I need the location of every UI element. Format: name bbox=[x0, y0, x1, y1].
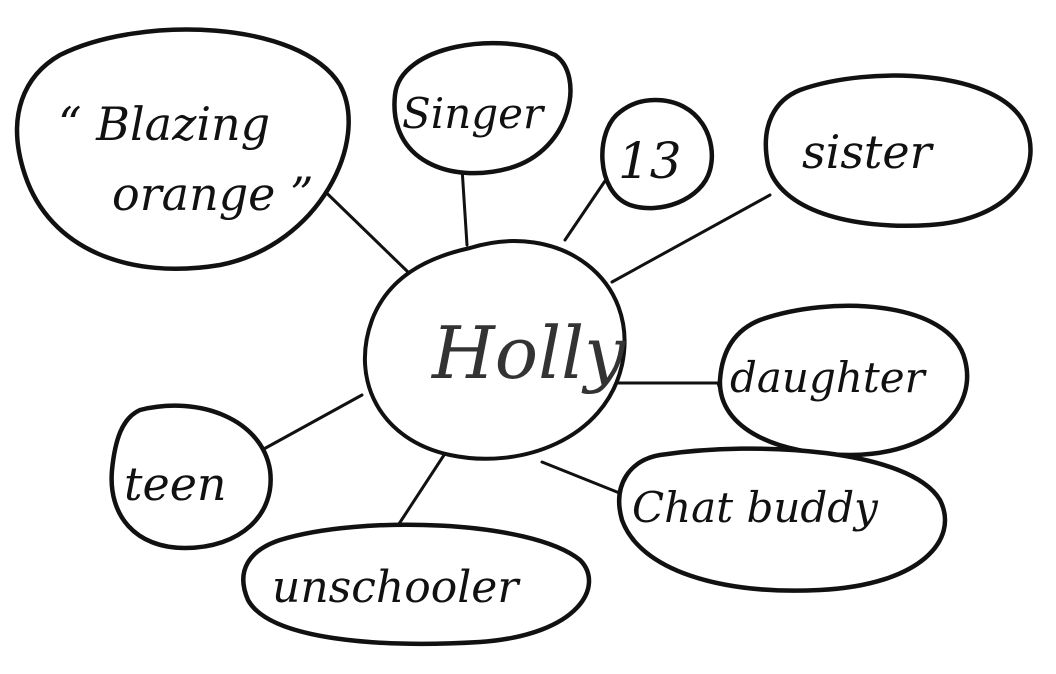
label-singer: Singer bbox=[402, 89, 546, 138]
bubble-age-13 bbox=[600, 97, 715, 211]
label-age-13: 13 bbox=[618, 132, 682, 190]
link-unschooler bbox=[393, 450, 448, 532]
label-chat-buddy: Chat buddy bbox=[632, 483, 879, 532]
link-singer bbox=[460, 166, 469, 247]
node-teen: teen bbox=[109, 403, 273, 551]
link-sister bbox=[610, 193, 772, 284]
bubble-teen bbox=[109, 403, 273, 551]
link-age-13 bbox=[563, 176, 609, 242]
link-chat-buddy bbox=[540, 460, 624, 496]
bubble-blazing-orange bbox=[14, 27, 351, 271]
node-sister: sister bbox=[763, 73, 1033, 228]
bubble-unschooler bbox=[241, 522, 592, 647]
node-blazing-orange: “ Blazing orange ” bbox=[14, 27, 351, 271]
node-chat-buddy: Chat buddy bbox=[616, 446, 948, 593]
node-age-13: 13 bbox=[600, 97, 715, 211]
link-teen bbox=[260, 393, 364, 452]
bubble-sister bbox=[763, 73, 1033, 228]
bubble-chat-buddy bbox=[616, 446, 948, 593]
label-holly: Holly bbox=[430, 311, 626, 395]
node-center-holly: Holly bbox=[362, 239, 627, 461]
label-sister: sister bbox=[802, 125, 935, 179]
node-unschooler: unschooler bbox=[241, 522, 592, 647]
label-daughter: daughter bbox=[730, 353, 928, 402]
label-unschooler: unschooler bbox=[272, 562, 521, 613]
node-singer: Singer bbox=[392, 40, 573, 176]
bubble-holly bbox=[362, 239, 627, 461]
label-teen: teen bbox=[124, 457, 227, 511]
node-daughter: daughter bbox=[717, 303, 970, 458]
bubble-daughter bbox=[717, 303, 970, 458]
bubble-singer bbox=[392, 40, 573, 176]
label-blazing-orange-line-2: orange ” bbox=[112, 167, 314, 221]
label-blazing-orange-line-1: “ Blazing bbox=[58, 97, 270, 151]
